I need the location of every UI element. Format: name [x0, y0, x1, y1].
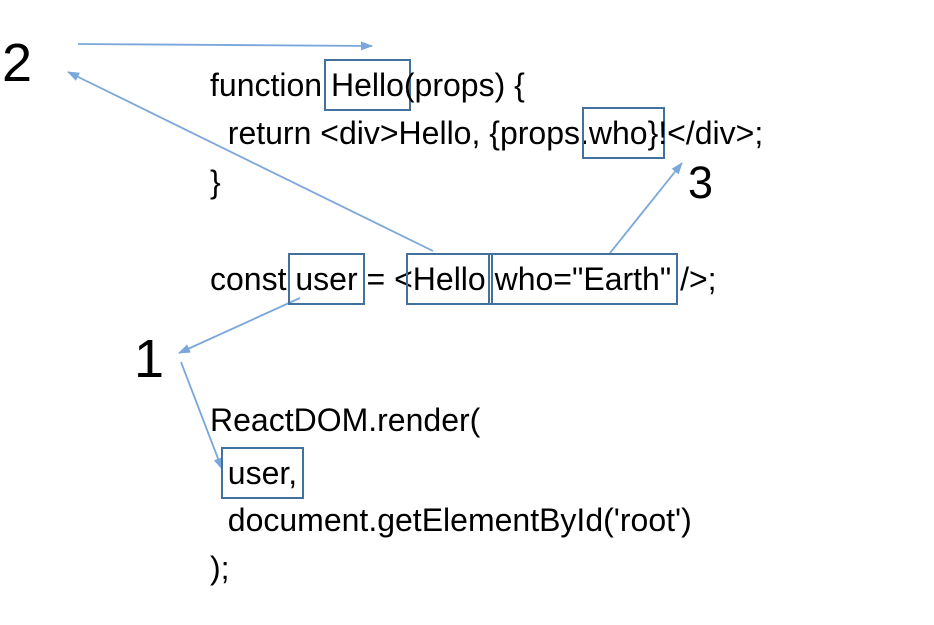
code-text: (props) {	[403, 67, 525, 103]
code-text: function	[210, 67, 331, 103]
highlight-box-component-name: Hello	[323, 59, 411, 111]
code-text: return <div>Hello, {props.	[210, 115, 589, 151]
annotation-number-3: 3	[688, 157, 714, 208]
annotation-number-2: 2	[2, 33, 33, 93]
arrow-label2-to-hello-definition	[77, 41, 373, 51]
code-text: = <	[357, 261, 413, 297]
code-line-function-declaration: function Hello(props) {	[210, 59, 525, 111]
highlight-box-hello-usage: Hello	[405, 253, 493, 305]
code-text: );	[210, 550, 230, 586]
code-text: }	[210, 164, 221, 200]
arrow-earth-attr-to-who-prop	[609, 162, 683, 254]
code-text: const	[210, 261, 296, 297]
code-line-const-user: const user = <Hello who="Earth" />;	[210, 253, 717, 305]
highlight-box-props-who: who}	[581, 107, 666, 159]
code-text: />;	[671, 261, 717, 297]
code-line-closing-paren: );	[210, 550, 230, 586]
code-text: ReactDOM.render(	[210, 402, 481, 438]
arrow-user-definition-to-label1	[178, 297, 301, 354]
code-line-closing-brace: }	[210, 164, 221, 200]
highlight-box-who-attribute: who="Earth"	[487, 253, 679, 305]
code-line-user-argument: user,	[210, 447, 305, 499]
highlight-box-user-argument: user,	[220, 447, 305, 499]
code-line-return-jsx: return <div>Hello, {props.who}!</div>;	[210, 107, 764, 159]
code-line-reactdom-render: ReactDOM.render(	[210, 402, 480, 438]
highlight-box-user-variable: user	[288, 253, 365, 305]
annotation-number-1: 1	[134, 329, 165, 389]
code-text: document.getElementById('root')	[210, 502, 692, 538]
code-line-get-element-by-id: document.getElementById('root')	[210, 502, 692, 538]
code-text: !</div>;	[658, 115, 764, 151]
